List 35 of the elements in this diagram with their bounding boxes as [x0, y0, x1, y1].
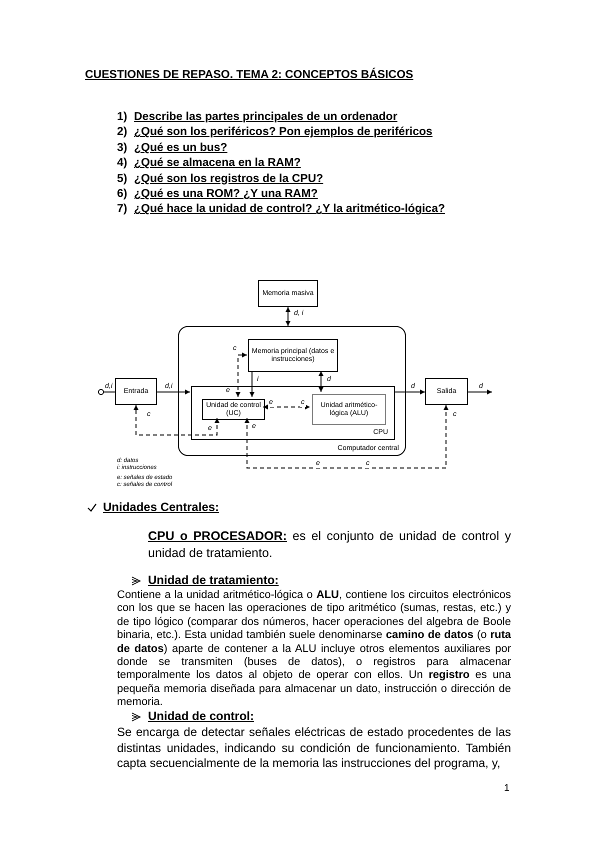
question-text: ¿Qué hace la unidad de control? ¿Y la aritmético-lógica? — [134, 202, 445, 216]
list-number: 5) — [117, 172, 128, 186]
computer-frame — [178, 326, 406, 456]
page-number: 1 — [504, 783, 510, 794]
arrow — [236, 352, 248, 398]
arrow — [262, 404, 310, 410]
arrow — [156, 390, 190, 394]
section-heading: Unidades Centrales: — [103, 500, 220, 514]
arrow — [134, 404, 220, 436]
section-heading: Unidad de tratamiento: — [148, 573, 279, 587]
cpu-frame — [191, 386, 395, 440]
paragraph: CPU o PROCESADOR: es el conjunto de unidad de control y unidad de tratamiento. — [148, 528, 511, 562]
arrow — [244, 404, 448, 468]
arrow — [468, 390, 492, 394]
question-text: Describe las partes principales de un ordenador — [134, 110, 398, 124]
arrow — [286, 306, 290, 326]
question-text: ¿Qué son los periféricos? Pon ejemplos de periféricos — [134, 125, 432, 140]
question-text: ¿Qué es una ROM? ¿Y una RAM? — [134, 187, 318, 201]
question-text: ¿Qué son los registros de la CPU? — [134, 172, 324, 186]
list-number: 6) — [117, 187, 128, 201]
arrow — [250, 370, 254, 398]
question-text: ¿Qué es un bus? — [134, 140, 228, 155]
arrow — [394, 390, 426, 394]
list-number: 3) — [117, 140, 128, 155]
list-number: 1) — [117, 110, 128, 124]
page-title: CUESTIONES DE REPASO. TEMA 2: CONCEPTOS BÁSICOS — [85, 68, 414, 82]
list-number: 7) — [117, 202, 128, 216]
list-number: 4) — [117, 156, 128, 170]
input-terminal — [98, 389, 104, 395]
paragraph: Se encarga de detectar señales eléctricas de estado procedentes de las distintas unidades, indicando su condición de funcionamiento. También capta secuencialmente de la memoria las instrucciones del programa, y, — [117, 725, 511, 772]
question-text: ¿Qué se almacena en la RAM? — [134, 156, 301, 170]
arrow — [318, 370, 324, 392]
section-heading: Unidad de control: — [148, 709, 254, 723]
list-number: 2) — [117, 125, 128, 140]
paragraph: Contiene a la unidad aritmético-lógica o ALU, contiene los circuitos electrónicos con los que se hacen las operaciones de tipo aritmético (sumas, restas, etc.) y de tipo lógico (comparar dos números, hacer operaciones del algebra de Boole binaria, etc.). Esta unidad también suele denominarse camino de datos (o ruta de datos) aparte de contener a la ALU incluye otros elementos auxiliares por donde se transmiten (buses de datos), o registros para almacenar temporalmente los datos al objeto de operar con ellos. Un registro es una pequeña memoria diseñada para almacenar un dato, instrucción o dirección de memoria. — [117, 589, 511, 710]
